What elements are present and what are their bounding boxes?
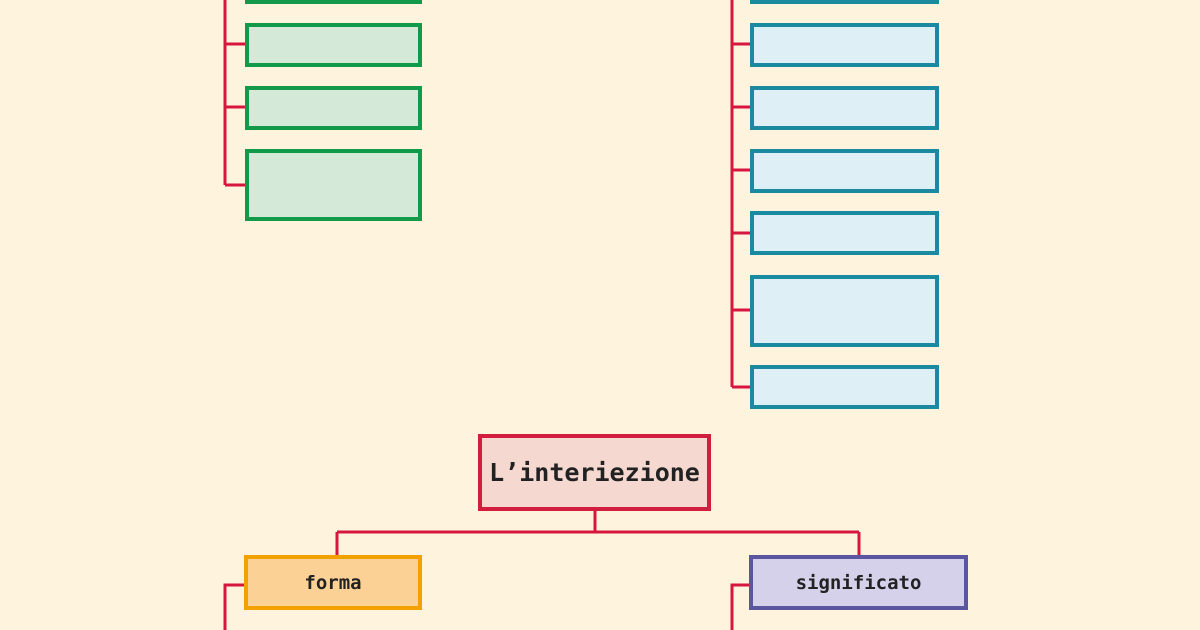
significato-node: significato: [749, 555, 968, 610]
teal-box: [750, 149, 939, 193]
green-box: [245, 149, 422, 221]
teal-box: [750, 275, 939, 347]
root-node: L’interiezione: [478, 434, 711, 511]
teal-box: [750, 365, 939, 409]
forma-node: forma: [244, 555, 422, 610]
teal-box: [750, 0, 939, 4]
green-box: [245, 23, 422, 67]
teal-box: [750, 211, 939, 255]
teal-box: [750, 86, 939, 130]
green-box: [245, 0, 422, 4]
teal-box: [750, 23, 939, 67]
green-box: [245, 86, 422, 130]
